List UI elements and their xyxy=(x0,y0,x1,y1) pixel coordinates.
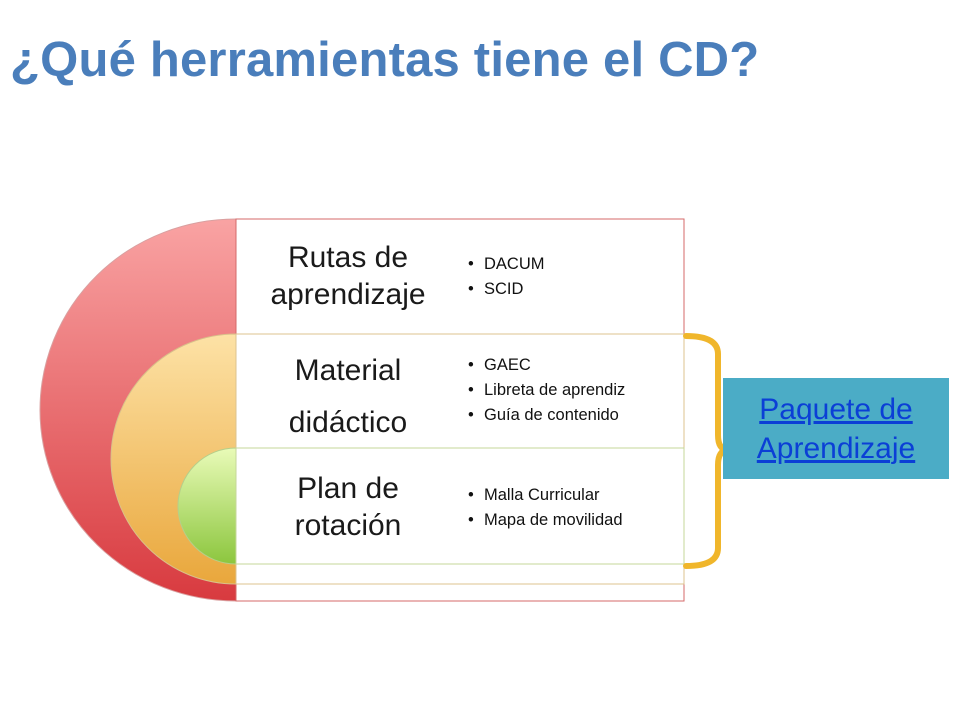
list-item: GAEC xyxy=(468,353,625,378)
list-item: SCID xyxy=(468,277,545,302)
bullets-material: GAEC Libreta de aprendiz Guía de conteni… xyxy=(468,353,625,428)
slide-title: ¿Qué herramientas tiene el CD? xyxy=(10,33,760,87)
list-item: Guía de contenido xyxy=(468,403,625,428)
package-box: Paquete de Aprendizaje xyxy=(723,378,949,479)
bullets-rutas: DACUM SCID xyxy=(468,252,545,302)
list-item: Mapa de movilidad xyxy=(468,508,623,533)
label-rutas: Rutas de aprendizaje xyxy=(270,241,426,311)
list-item: DACUM xyxy=(468,252,545,277)
list-item: Libreta de aprendiz xyxy=(468,378,625,403)
label-material: Material didáctico xyxy=(288,354,408,439)
label-plan: Plan de rotación xyxy=(294,472,402,542)
arc-inner-green xyxy=(177,447,237,565)
bullets-plan: Malla Curricular Mapa de movilidad xyxy=(468,483,623,533)
curly-brace xyxy=(683,333,731,569)
list-item: Malla Curricular xyxy=(468,483,623,508)
package-link[interactable]: Paquete de Aprendizaje xyxy=(756,392,916,465)
